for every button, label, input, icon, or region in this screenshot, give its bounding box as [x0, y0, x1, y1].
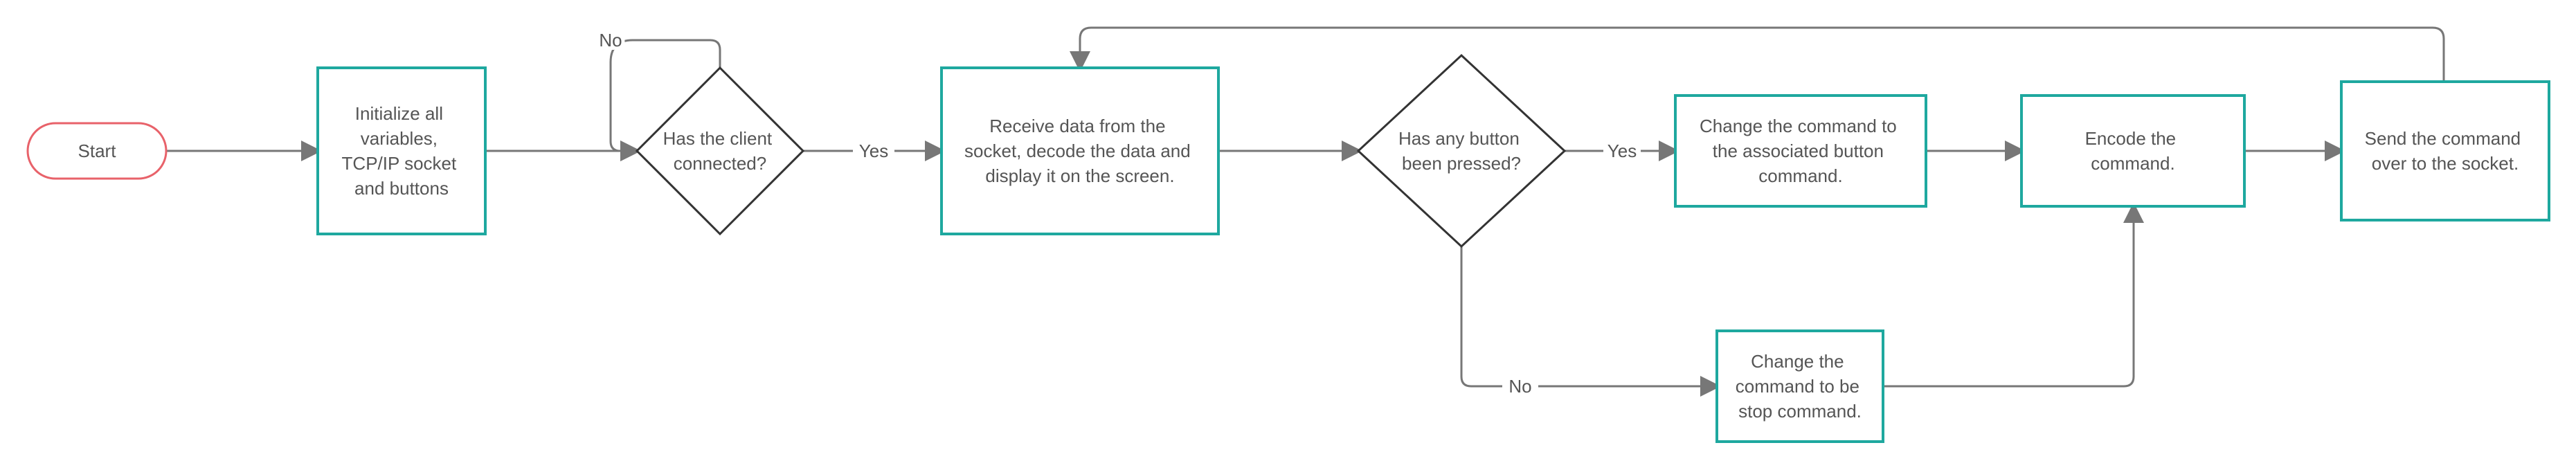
- button-pressed-label: Has any button been pressed?: [1398, 128, 1524, 174]
- edge-stop-command-to-encode: [1883, 202, 2144, 388]
- encode-process-box: [2020, 94, 2246, 208]
- change-command-process-box: [1674, 94, 1927, 208]
- button-pressed-decision: [1356, 53, 1567, 248]
- client-connected-label: Has the client connected?: [663, 128, 777, 174]
- edge-send-to-receive-loop: [1070, 26, 2445, 82]
- edge-button-pressed-no-a: [1460, 246, 1502, 388]
- connected-no-label: No: [599, 30, 622, 51]
- stop-command-label: Change the command to be stop command.: [1736, 351, 1864, 422]
- receive-label: Receive data from the socket, decode the…: [964, 116, 1196, 186]
- init-label: Initialize all variables, TCP/IP socket …: [342, 103, 462, 199]
- start-terminal: [26, 122, 168, 180]
- edge-client-connected-no: [609, 39, 721, 161]
- send-label: Send the command over to the socket.: [2365, 128, 2526, 174]
- pressed-no-label: No: [1508, 376, 1531, 397]
- receive-process-box: [940, 66, 1220, 235]
- send-process-box: [2340, 80, 2550, 222]
- connected-yes-label: Yes: [859, 141, 888, 161]
- start-label: Start: [78, 141, 117, 161]
- stop-command-process-box: [1715, 329, 1884, 443]
- pressed-yes-label: Yes: [1607, 141, 1637, 161]
- client-connected-decision: [635, 66, 805, 236]
- init-process-box: [316, 66, 487, 235]
- encode-label: Encode the command.: [2085, 128, 2181, 174]
- change-command-label: Change the command to the associated but…: [1700, 116, 1902, 186]
